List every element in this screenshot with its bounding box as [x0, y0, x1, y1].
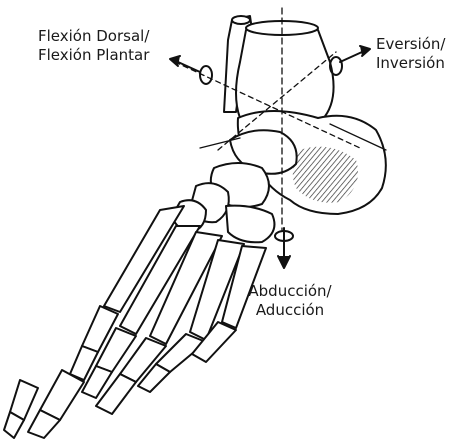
abduction-label-line1: Abducción/ [240, 282, 340, 301]
flexion-label-line1: Flexión Dorsal/ [38, 27, 149, 46]
abduction-label-line2: Aducción [240, 301, 340, 320]
abduction-label: Abducción/ Aducción [240, 282, 340, 320]
eversion-arrow [330, 46, 370, 75]
eversion-label: Eversión/ Inversión [376, 35, 445, 73]
eversion-label-line2: Inversión [376, 54, 445, 73]
eversion-label-line1: Eversión/ [376, 35, 445, 54]
tibia-bone [236, 21, 334, 120]
flexion-label: Flexión Dorsal/ Flexión Plantar [38, 27, 149, 65]
abduction-arrow [275, 228, 293, 268]
flexion-label-line2: Flexión Plantar [38, 46, 149, 65]
